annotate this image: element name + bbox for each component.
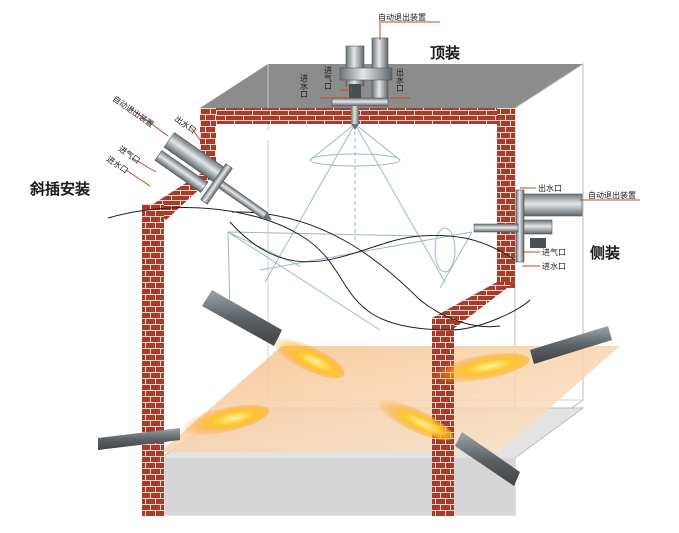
top-device-leaders xyxy=(320,21,440,99)
combustion-plane xyxy=(160,346,620,452)
oblique-install-label: 斜插安装 xyxy=(29,180,91,198)
side-auto-retract-label: 自动退出装置 xyxy=(588,190,636,200)
top-auto-retract-label: 自动退出装置 xyxy=(378,12,426,22)
oblique-lance-device xyxy=(154,132,272,221)
trajectory-curve-1 xyxy=(107,207,531,331)
side-outlet-water-label: 出水口 xyxy=(538,183,562,193)
top-lance-device xyxy=(331,37,393,130)
side-lance-device xyxy=(473,189,583,263)
top-inlet-air-label: 进气口 xyxy=(324,66,333,90)
brick-right-upper xyxy=(497,108,515,288)
floor-slab-front xyxy=(165,458,515,515)
burner-upper-left xyxy=(202,290,345,379)
top-outlet-water-label: 出水口 xyxy=(396,67,405,92)
side-device-leaders xyxy=(520,187,640,267)
burner-upper-right xyxy=(430,326,612,383)
oblique-outlet-water-label: 出水口 xyxy=(173,113,198,135)
burner-lower-left xyxy=(98,404,270,450)
side-inlet-water-label: 进水口 xyxy=(542,261,566,271)
top-install-label: 顶装 xyxy=(430,44,461,62)
side-inlet-air-label: 进气口 xyxy=(542,247,566,257)
trajectory-curve-2 xyxy=(229,221,516,263)
spray-wireframe xyxy=(227,123,473,331)
burner-lower-right xyxy=(376,399,520,486)
oblique-auto-retract-label: 自动退出装置 xyxy=(111,93,156,129)
side-install-label: 侧装 xyxy=(590,244,621,262)
trajectory-curve-3 xyxy=(231,211,501,328)
brick-left-lower xyxy=(142,204,164,516)
oblique-device-leaders xyxy=(125,107,201,187)
brick-right-lower xyxy=(432,318,454,516)
top-inlet-water-label: 进水口 xyxy=(300,74,309,98)
roof-top xyxy=(200,64,583,108)
